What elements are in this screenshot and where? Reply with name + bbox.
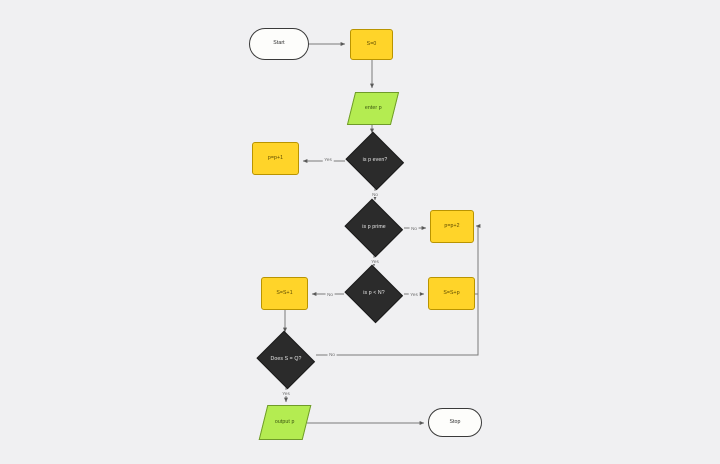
- node-s-plus-1-label: S=S+1: [276, 289, 293, 296]
- node-does-s-eq-q-label: Does S = Q?: [270, 356, 302, 363]
- edge-s-eq-q-no-loopback-to-p-plus-2: [316, 224, 481, 356]
- node-output-p[interactable]: output p: [258, 405, 312, 440]
- node-stop[interactable]: Stop: [428, 408, 482, 437]
- node-p-plus-2-label: p=p+2: [444, 222, 460, 229]
- node-does-s-eq-q[interactable]: Does S = Q?: [256, 330, 316, 390]
- edge-label-is-prime-yes: Yes: [369, 258, 381, 264]
- edge-label-is-even-yes: Yes: [322, 156, 334, 162]
- node-s-plus-p[interactable]: S=S+p: [428, 277, 475, 310]
- node-is-p-prime-label: is p prime: [362, 224, 386, 231]
- node-enter-p[interactable]: enter p: [346, 92, 400, 125]
- node-p-plus-2[interactable]: p=p+2: [430, 210, 474, 243]
- edge-label-p-lt-n-yes: Yes: [408, 291, 420, 297]
- node-enter-p-label: enter p: [364, 104, 382, 111]
- node-s-plus-1[interactable]: S=S+1: [261, 277, 308, 310]
- node-init-s-label: S=0: [366, 40, 377, 47]
- node-is-p-lt-n-label: is p < N?: [363, 290, 385, 297]
- node-start[interactable]: Start: [249, 28, 309, 60]
- node-is-p-lt-n[interactable]: is p < N?: [344, 264, 404, 324]
- edge-label-s-eq-q-no: No: [327, 351, 337, 357]
- edge-label-p-lt-n-no: No: [325, 291, 335, 297]
- node-start-label: Start: [273, 40, 285, 47]
- node-p-plus-1-label: p=p+1: [267, 154, 284, 161]
- node-s-plus-p-label: S=S+p: [443, 289, 460, 296]
- edge-label-is-even-no: No: [370, 191, 380, 197]
- edge-label-is-prime-no: No: [409, 225, 419, 231]
- node-is-p-prime[interactable]: is p prime: [344, 198, 404, 258]
- node-p-plus-1[interactable]: p=p+1: [252, 142, 299, 175]
- node-is-p-even[interactable]: is p even?: [345, 131, 405, 191]
- node-stop-label: Stop: [449, 418, 461, 425]
- node-output-p-label: output p: [275, 418, 295, 425]
- edge-label-s-eq-q-yes: Yes: [280, 390, 292, 396]
- node-init-s[interactable]: S=0: [350, 29, 393, 60]
- node-is-p-even-label: is p even?: [362, 157, 388, 164]
